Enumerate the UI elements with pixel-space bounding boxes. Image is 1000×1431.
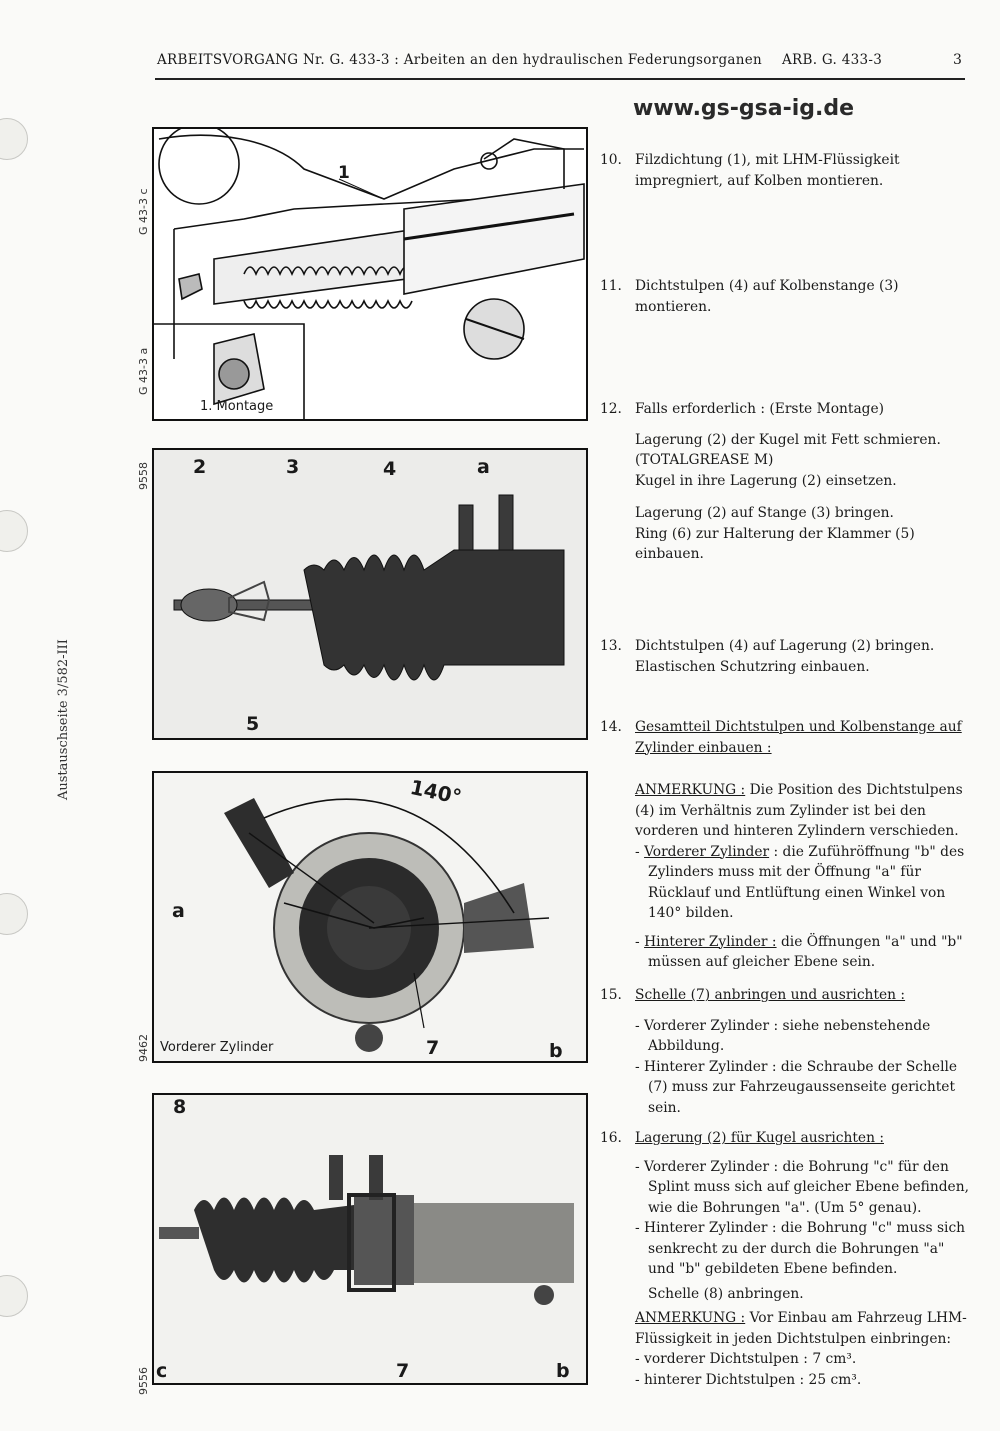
figure-boot-rod: [152, 448, 588, 740]
step-line: - hinterer Dichtstulpen : 25 cm³.: [635, 1371, 862, 1388]
fig4-code: 9556: [137, 1367, 150, 1395]
note-label: ANMERKUNG :: [635, 1310, 746, 1326]
fig1-code: G 43-3 c: [137, 188, 150, 235]
figure-front-cylinder: [152, 771, 588, 1063]
step-line: - Vorderer Zylinder : die Bohrung "c" fü…: [635, 1158, 969, 1216]
step-12: 12. Falls erforderlich : (Erste Montage)…: [600, 399, 980, 579]
figure-assembly-drawing: [152, 127, 588, 421]
side-note: Austauschseite 3/582-III: [56, 639, 71, 800]
fig4-label-7: 7: [396, 1360, 410, 1382]
note-text: Die Position des Dichtstulpens (4) im Ve…: [635, 782, 963, 839]
fig4-label-8: 8: [173, 1096, 187, 1118]
front-label: Vorderer Zylinder: [644, 843, 770, 860]
header-code: ARB. G. 433-3: [782, 52, 883, 68]
fig2-label-a: a: [477, 456, 490, 478]
step-15: 15. Schelle (7) anbringen und ausrichten…: [600, 985, 980, 1116]
step-line: Ring (6) zur Halterung der Klammer (5) e…: [635, 525, 915, 563]
punch-hole: [0, 1275, 28, 1317]
fig2-label-3: 3: [286, 456, 300, 478]
header-rule: [155, 78, 965, 80]
step-14: 14. Gesamtteil Dichtstulpen und Kolbenst…: [600, 717, 980, 970]
fig2-label-4: 4: [383, 458, 397, 480]
fig3-label-a: a: [172, 900, 185, 922]
fig3-label-b: b: [549, 1040, 563, 1062]
step-title: Schelle (7) anbringen und ausrichten :: [635, 987, 906, 1003]
figure-cylinder-assembly: [152, 1093, 588, 1385]
step-16: 16. Lagerung (2) für Kugel ausrichten : …: [600, 1128, 980, 1388]
step-line: - Hinterer Zylinder : die Schraube der S…: [635, 1058, 958, 1116]
step-line: Schelle (8) anbringen.: [648, 1285, 804, 1302]
fig1-caption: 1. Montage: [200, 399, 274, 414]
front-cylinder-note: - Vorderer Zylinder : die Zuführöffnung …: [635, 843, 965, 922]
page-number: 3: [953, 52, 962, 68]
cylinder-assembly-photo: [154, 1095, 586, 1383]
fig3-code: 9462: [137, 1034, 150, 1062]
rear-label: Hinterer Zylinder :: [644, 933, 777, 950]
step-title: Lagerung (2) für Kugel ausrichten :: [635, 1130, 884, 1146]
note: ANMERKUNG : Die Position des Dichtstulpe…: [635, 780, 975, 842]
step-number: 10.: [600, 152, 622, 168]
rear-text: die Öffnungen "a" und "b" müssen auf gle…: [648, 933, 963, 971]
step-line: Dichtstulpen (4) auf Lagerung (2) bringe…: [635, 638, 935, 654]
step-10: 10. Filzdichtung (1), mit LHM-Flüssigkei…: [600, 150, 980, 210]
fig3-caption: Vorderer Zylinder: [160, 1040, 274, 1055]
watermark: www.gs-gsa-ig.de: [633, 96, 855, 121]
step-line: Lagerung (2) auf Stange (3) bringen.: [635, 505, 894, 521]
step-number: 16.: [600, 1130, 622, 1146]
note-text: Vor Einbau am Fahrzeug LHM-Flüssigkeit i…: [635, 1310, 967, 1347]
step-number: 13.: [600, 638, 622, 654]
step-line: Elastischen Schutzring einbauen.: [635, 658, 870, 675]
fig4-label-c: c: [156, 1360, 168, 1382]
boot-rod-photo: [154, 450, 586, 738]
header-title: ARBEITSVORGANG Nr. G. 433-3 : Arbeiten a…: [157, 52, 763, 68]
step-title: Gesamtteil Dichtstulpen und Kolbenstange…: [635, 719, 962, 756]
punch-hole: [0, 510, 28, 552]
front-text: : die Zuführöffnung "b" des Zylinders mu…: [648, 843, 965, 922]
punch-hole: [0, 893, 28, 935]
step-text: Dichtstulpen (4) auf Kolbenstange (3) mo…: [635, 278, 899, 315]
step-line: - Hinterer Zylinder : die Bohrung "c" mu…: [635, 1220, 966, 1277]
step-number: 12.: [600, 401, 622, 417]
fig2-label-5: 5: [246, 713, 260, 735]
fig1-label-1: 1: [338, 163, 350, 183]
rear-cylinder-note: - Hinterer Zylinder : die Öffnungen "a" …: [635, 933, 963, 971]
fig3-label-7: 7: [426, 1037, 440, 1059]
step-line: - Vorderer Zylinder : siehe nebenstehend…: [635, 1017, 931, 1055]
step-number: 15.: [600, 987, 622, 1003]
note-label: ANMERKUNG :: [635, 782, 746, 798]
fig2-label-2: 2: [193, 456, 207, 478]
step-11: 11. Dichtstulpen (4) auf Kolbenstange (3…: [600, 276, 980, 321]
step-line: Kugel in ihre Lagerung (2) einsetzen.: [635, 472, 897, 489]
front-cylinder-photo: [154, 773, 586, 1061]
fig2-code: 9558: [137, 462, 150, 490]
punch-hole: [0, 118, 28, 160]
fig4-label-b: b: [556, 1360, 570, 1382]
step-line: Lagerung (2) der Kugel mit Fett schmiere…: [635, 431, 941, 469]
note: ANMERKUNG : Vor Einbau am Fahrzeug LHM-F…: [635, 1308, 975, 1349]
step-number: 11.: [600, 278, 622, 294]
step-line: - vorderer Dichtstulpen : 7 cm³.: [635, 1351, 857, 1367]
step-13: 13. Dichtstulpen (4) auf Lagerung (2) br…: [600, 636, 980, 681]
step-text: Filzdichtung (1), mit LHM-Flüssigkeit im…: [635, 152, 900, 189]
step-number: 14.: [600, 719, 622, 735]
fig1-code-2: G 43-3 a: [137, 347, 150, 395]
step-line: Falls erforderlich : (Erste Montage): [635, 401, 885, 417]
assembly-drawing: [154, 129, 585, 419]
